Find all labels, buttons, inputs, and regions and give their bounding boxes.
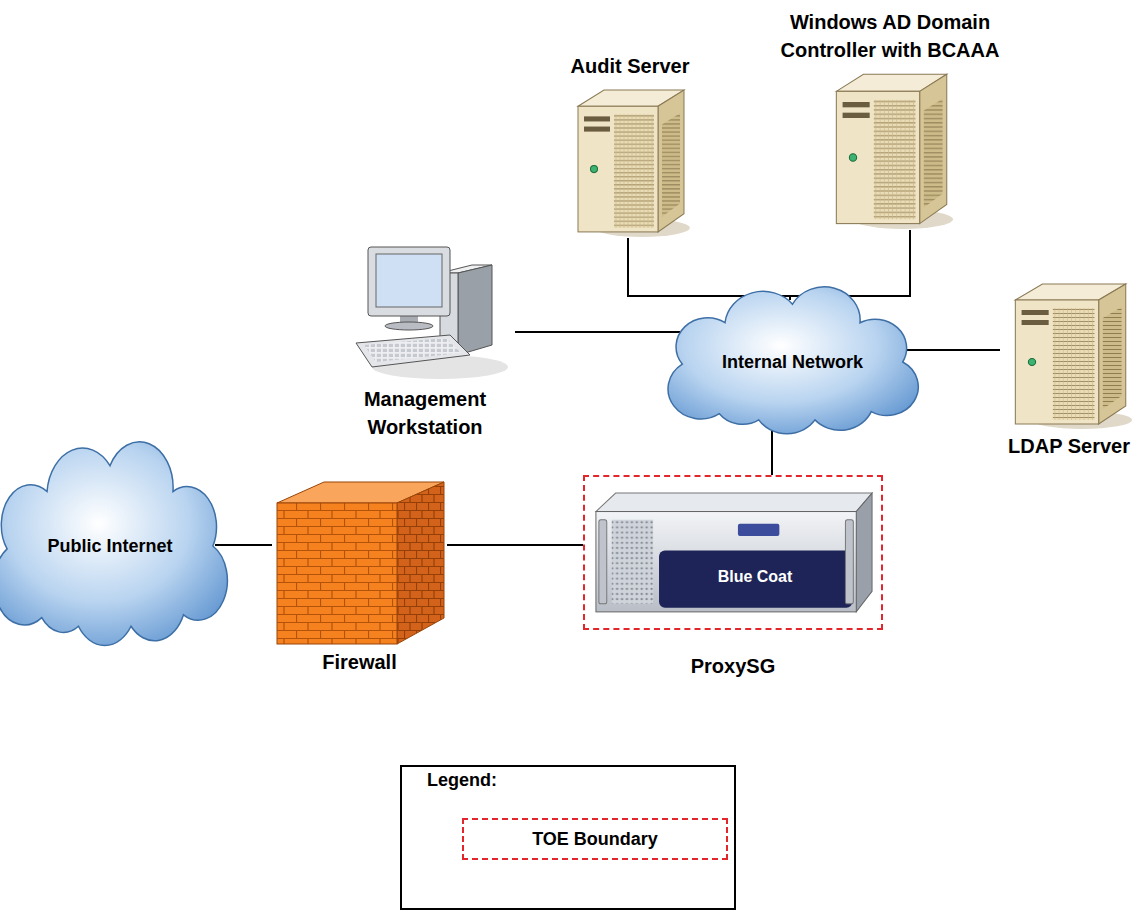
node-label: Firewall: [272, 648, 447, 676]
legend-label: TOE Boundary: [532, 829, 658, 850]
node-icon: [570, 86, 690, 238]
network-link: [790, 230, 910, 300]
legend-entry: TOE Boundary: [462, 818, 728, 860]
drive-slot: [842, 113, 869, 118]
server-node: Audit Server: [565, 52, 695, 238]
power-light: [591, 166, 598, 173]
side-grill: [1102, 307, 1121, 409]
server-side: [919, 74, 946, 223]
network-cloud: Internal Network: [680, 300, 905, 424]
drive-slot: [584, 116, 610, 121]
node-icon: [828, 70, 953, 230]
front-band: [659, 550, 852, 607]
wall-front: [277, 503, 397, 644]
tower-side: [458, 265, 492, 355]
vent: [612, 520, 653, 604]
node-icon: [590, 489, 876, 617]
appliance-side: [856, 493, 872, 612]
workstation-node: Management Workstation: [335, 243, 515, 441]
node-label: ProxySG: [565, 652, 901, 680]
server-front: [1015, 300, 1098, 424]
server-side: [1098, 284, 1125, 424]
keyboard-keys: [364, 338, 461, 362]
handle: [845, 520, 853, 604]
side-grill: [662, 113, 680, 216]
monitor-base: [385, 322, 433, 330]
node-icon: [340, 243, 510, 383]
monitor: [368, 247, 450, 316]
network-link: [447, 544, 583, 546]
wall-side: [397, 482, 444, 644]
brand-logo: Blue Coat: [680, 568, 830, 586]
drive-slot: [584, 127, 610, 132]
cloud-shape: [668, 287, 918, 434]
server-side: [658, 90, 684, 232]
node-label: Management Workstation: [335, 385, 515, 441]
power-light: [849, 154, 856, 161]
front-grill: [873, 100, 915, 219]
side-grill: [923, 99, 942, 208]
front-grill: [614, 114, 654, 227]
network-link: [215, 544, 272, 546]
node-icon: [272, 478, 447, 646]
handle: [599, 520, 607, 604]
server-node: Windows AD Domain Controller with BCAAA: [770, 8, 1010, 230]
keyboard: [356, 335, 470, 367]
server-node: LDAP Server: [1000, 280, 1138, 460]
front-grill: [1052, 308, 1094, 420]
cloud-shape: [0, 442, 227, 646]
legend-title: Legend:: [427, 770, 517, 791]
appliance-front: [596, 512, 856, 612]
node-label: Internal Network: [722, 348, 863, 376]
network-link: [905, 349, 1000, 351]
node-label: LDAP Server: [1000, 432, 1138, 460]
screen: [376, 254, 442, 307]
firewall-node: Firewall: [272, 478, 447, 676]
appliance-top: [596, 493, 872, 511]
drive-slot: [842, 102, 869, 107]
network-cloud: Public Internet: [5, 460, 215, 632]
node-icon: [1007, 280, 1132, 430]
lcd-panel: [738, 524, 779, 536]
toe-boundary: ProxySG: [583, 475, 883, 630]
drive-slot: [1021, 320, 1048, 325]
node-label: Public Internet: [47, 532, 172, 560]
node-label: Windows AD Domain Controller with BCAAA: [770, 8, 1010, 64]
node-label: Audit Server: [565, 52, 695, 80]
server-front: [836, 91, 919, 223]
power-light: [1028, 359, 1035, 366]
drive-slot: [1021, 310, 1048, 315]
server-front: [578, 106, 658, 232]
network-link: [515, 331, 680, 333]
